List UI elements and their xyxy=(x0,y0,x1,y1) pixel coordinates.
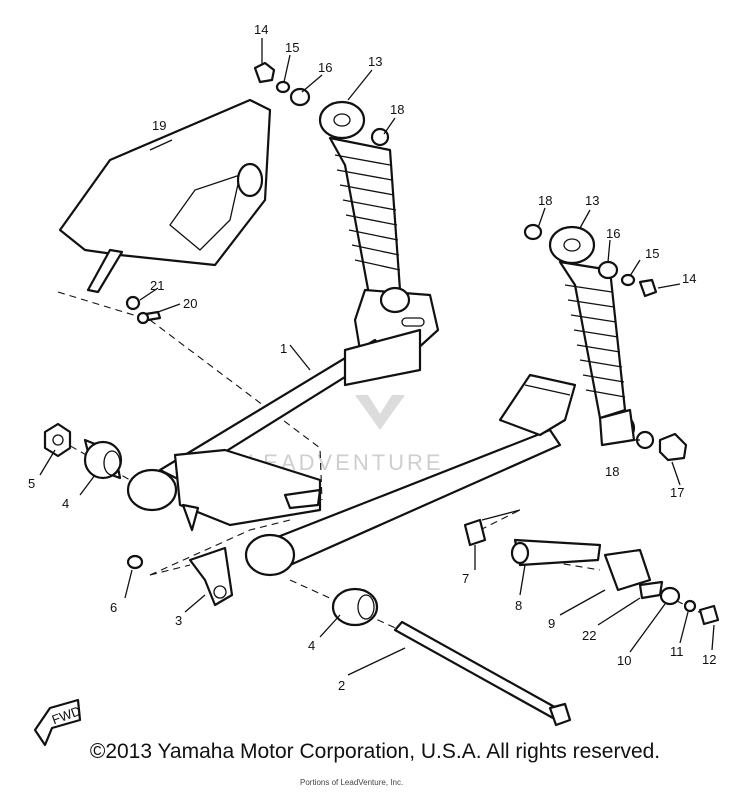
callout-15-right: 15 xyxy=(645,246,659,261)
callout-18-top-right: 18 xyxy=(538,193,552,208)
copyright-notice: ©2013 Yamaha Motor Corporation, U.S.A. A… xyxy=(89,740,661,763)
pivot-nut xyxy=(43,422,72,458)
callout-21: 21 xyxy=(150,278,164,293)
bracket xyxy=(188,546,234,607)
callout-13-right: 13 xyxy=(585,193,599,208)
callout-20: 20 xyxy=(183,296,197,311)
chain-guard xyxy=(58,98,272,294)
callout-2: 2 xyxy=(338,678,345,693)
bushing-left xyxy=(83,438,123,480)
callout-17: 17 xyxy=(670,485,684,500)
right-shock-hardware xyxy=(523,223,688,462)
callout-18-bottom: 18 xyxy=(605,464,619,479)
leader-lines xyxy=(39,38,715,676)
callout-14-right: 14 xyxy=(682,271,696,286)
callout-1: 1 xyxy=(280,341,287,356)
brake-rod-assembly xyxy=(510,538,720,626)
pivot-shaft xyxy=(393,620,572,727)
callout-12: 12 xyxy=(702,652,716,667)
callout-16-right: 16 xyxy=(606,226,620,241)
callout-18-top-left: 18 xyxy=(390,102,404,117)
callout-22: 22 xyxy=(582,628,596,643)
callout-14-left: 14 xyxy=(254,22,268,37)
callout-19: 19 xyxy=(152,118,166,133)
grease-fitting xyxy=(463,509,521,547)
guard-bolt xyxy=(125,295,162,325)
callout-5: 5 xyxy=(28,476,35,491)
swing-arm xyxy=(126,328,577,577)
bushing-right xyxy=(331,587,379,627)
callout-6: 6 xyxy=(110,600,117,615)
callout-15-left: 15 xyxy=(285,40,299,55)
callout-13-left: 13 xyxy=(368,54,382,69)
callout-3: 3 xyxy=(175,613,182,628)
credit-note: Portions of LeadVenture, Inc. xyxy=(300,778,404,787)
callout-10: 10 xyxy=(617,653,631,668)
callout-9: 9 xyxy=(548,616,555,631)
callout-4-left: 4 xyxy=(62,496,69,511)
callout-11: 11 xyxy=(670,644,684,659)
forward-arrow-icon: FWD xyxy=(33,698,83,747)
callout-16-left: 16 xyxy=(318,60,332,75)
callout-4-right: 4 xyxy=(308,638,315,653)
washer xyxy=(126,554,144,570)
left-shock-hardware xyxy=(253,61,390,147)
watermark: LEADVENTURE xyxy=(248,395,441,475)
callout-8: 8 xyxy=(515,598,522,613)
callout-labels: 1 2 3 4 4 5 6 7 8 9 10 11 12 13 13 14 14… xyxy=(28,22,716,693)
callout-7: 7 xyxy=(462,571,469,586)
